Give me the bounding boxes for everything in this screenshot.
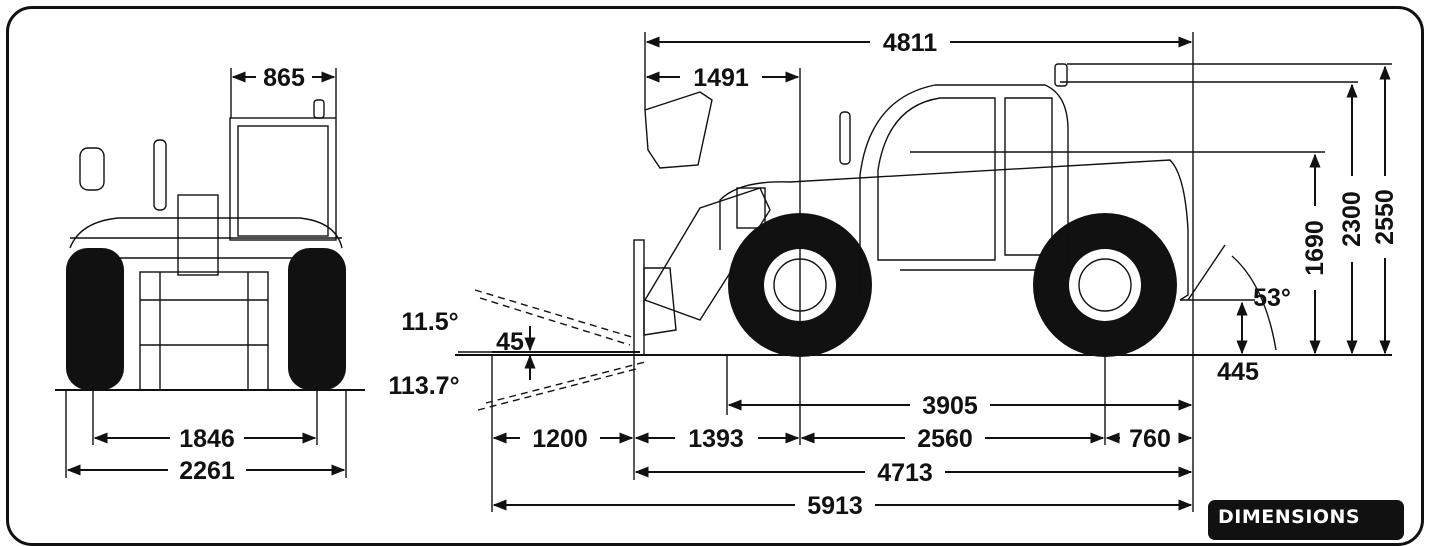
label-overall-length: 5913 [807,492,863,520]
label-carriage-reach: 1491 [693,64,749,92]
cab-outline [859,84,1069,300]
side-dimension-lines [458,32,1392,512]
label-ground-clearance: 445 [1217,358,1259,386]
front-carriage [139,271,269,391]
raised-carriage [644,91,713,169]
boom-head [736,187,766,229]
side-mirror [839,111,851,165]
cab-rear-window [1004,97,1053,256]
label-overall-width: 2261 [179,457,235,485]
label-fork-tilt-up: 11.5° [401,308,458,336]
label-fork-thickness: 45 [496,328,524,356]
front-cab-glass [237,125,329,237]
fork-tilt-down-ghost [477,367,641,411]
label-length-to-fork-face: 4713 [877,459,933,487]
front-right-tyre [288,248,346,390]
label-height-steering-wheel: 1690 [1301,220,1329,276]
label-fork-tilt-down: 113.7° [388,372,459,400]
label-fork-length: 1200 [532,425,588,453]
label-rear-overhang: 760 [1129,425,1171,453]
front-mudguards [69,217,343,249]
departure-angle-arc [1231,255,1277,351]
label-cab-width: 865 [263,64,305,92]
fork-tilt-up-ghost [474,289,636,339]
front-view [55,99,365,391]
label-track: 1846 [179,425,235,453]
fork-carriage [633,239,645,356]
side-beacon [1054,63,1068,87]
front-boom [177,194,219,276]
label-wheelbase: 2560 [917,425,973,453]
label-departure-angle: 53° [1253,284,1291,312]
label-length-without-forks: 3905 [922,392,978,420]
front-mirror [79,147,105,191]
front-dimension-lines [65,68,347,478]
label-height-cab: 2300 [1338,191,1366,247]
front-cab [229,117,337,241]
label-height-beacon: 2550 [1371,189,1399,245]
chassis-outline [719,159,1189,301]
front-left-tyre [66,248,124,390]
cab-door [877,97,996,261]
dimensions-badge: DIMENSIONS [1208,500,1404,540]
front-beacon [313,99,325,119]
front-exhaust [153,139,167,211]
label-overall-length-to-carriage: 4811 [883,29,937,57]
dimension-labels: 865 1846 2261 4811 1491 1690 2300 2550 5… [179,29,1399,520]
dimension-drawing: 865 1846 2261 4811 1491 1690 2300 2550 5… [55,29,1399,520]
label-front-overhang: 1393 [688,425,744,453]
front-axle-housing [70,237,342,259]
